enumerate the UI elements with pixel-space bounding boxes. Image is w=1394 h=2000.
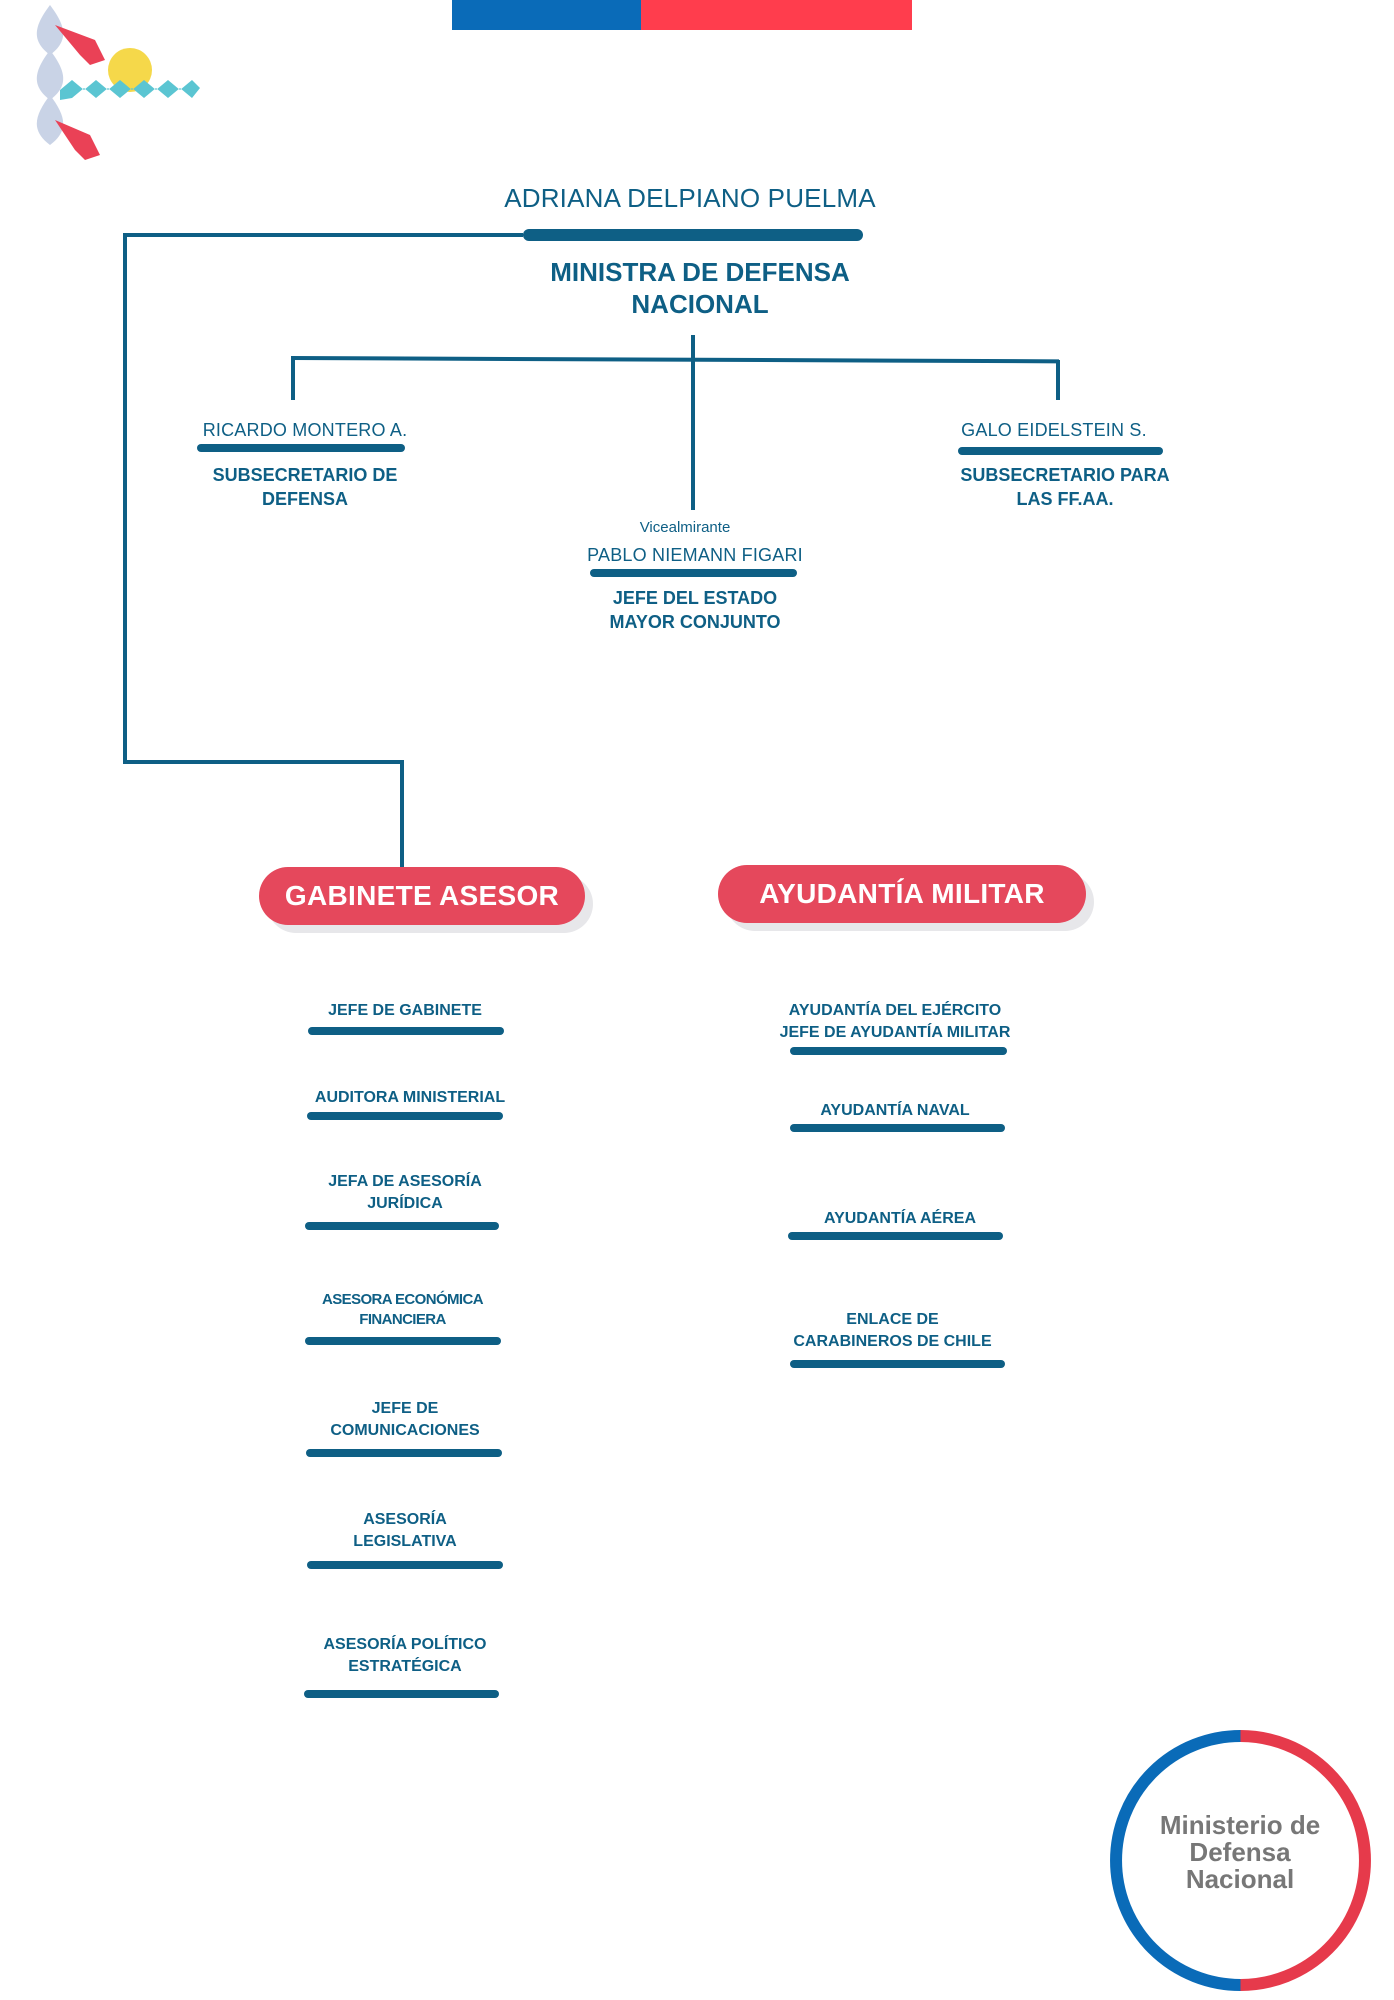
ayudantia-item-line1: AYUDANTÍA DEL EJÉRCITO: [788, 1002, 1002, 1019]
minister-underline: [523, 229, 863, 241]
gabinete-item-underline: [308, 1027, 504, 1035]
logo-line2: Defensa: [1189, 1837, 1291, 1867]
minister-role-line1: MINISTRA DE DEFENSA: [550, 257, 850, 287]
jemc-role: JEFE DEL ESTADO MAYOR CONJUNTO: [580, 586, 810, 634]
sub-defensa-role-line1: SUBSECRETARIO DE: [212, 465, 398, 485]
ayudantia-item-line1: ENLACE DE: [846, 1311, 939, 1328]
gabinete-item-line2: FINANCIERA: [359, 1311, 446, 1328]
gabinete-item-underline: [307, 1112, 503, 1120]
sub-ffaa-role-line1: SUBSECRETARIO PARA: [960, 465, 1170, 485]
sub-defensa-name: RICARDO MONTERO A.: [202, 420, 408, 440]
gabinete-item-line1: ASESORÍA: [363, 1511, 447, 1528]
gabinete-item-underline: [306, 1449, 502, 1457]
gabinete-item-line2: JURÍDICA: [367, 1195, 443, 1212]
minister-name: ADRIANA DELPIANO PUELMA: [504, 183, 876, 213]
logo-line1: Ministerio de: [1159, 1810, 1321, 1840]
flag-red-stripe: [641, 0, 912, 30]
ayudantia-item-line1: AYUDANTÍA AÉREA: [823, 1210, 976, 1227]
flag-blue-stripe: [452, 0, 641, 30]
minister-role-line2: NACIONAL: [631, 289, 769, 319]
gabinete-item-line1: JEFE DE GABINETE: [328, 1002, 482, 1019]
gabinete-item-underline: [304, 1690, 499, 1698]
ayudantia-item-underline: [790, 1047, 1007, 1055]
sub-defensa-role-line2: DEFENSA: [261, 489, 348, 509]
gabinete-item-line2: LEGISLATIVA: [353, 1533, 457, 1550]
gabinete-item: ASESORÍA LEGISLATIVA: [300, 1509, 510, 1553]
gabinete-item-line2: COMUNICACIONES: [330, 1422, 480, 1439]
jemc-underline: [590, 569, 797, 577]
gabinete-item-line1: AUDITORA MINISTERIAL: [314, 1089, 506, 1106]
ayudantia-item-underline: [790, 1360, 1005, 1368]
sub-ffaa-underline: [958, 447, 1163, 455]
jemc-rank: Vicealmirante: [639, 519, 731, 536]
gabinete-item-line1: JEFA DE ASESORÍA: [328, 1173, 482, 1190]
connector-branch-horizontal: [290, 356, 1060, 364]
gabinete-item-underline: [305, 1222, 499, 1230]
ayudantia-item: AYUDANTÍA DEL EJÉRCITO JEFE DE AYUDANTÍA…: [760, 1000, 1030, 1044]
ayudantia-item: AYUDANTÍA AÉREA: [790, 1208, 1010, 1230]
connector-minister-down: [691, 335, 695, 510]
connector-left-vertical: [123, 233, 127, 763]
sub-ffaa-role: SUBSECRETARIO PARA LAS FF.AA.: [950, 463, 1180, 511]
logo-line3: Nacional: [1185, 1864, 1295, 1894]
ayudantia-item-line2: CARABINEROS DE CHILE: [793, 1333, 992, 1350]
gabinete-item: JEFE DE GABINETE: [300, 1000, 510, 1022]
ayudantia-item-underline: [790, 1124, 1005, 1132]
decorative-emblem-icon: [36, 5, 200, 160]
connector-top-horizontal: [123, 233, 523, 237]
gabinete-item: AUDITORA MINISTERIAL: [305, 1087, 515, 1109]
gabinete-item-line1: ASESORA ECONÓMICA: [322, 1291, 484, 1308]
gabinete-item: JEFA DE ASESORÍA JURÍDICA: [300, 1171, 510, 1215]
ayudantia-item-line1: AYUDANTÍA NAVAL: [820, 1102, 970, 1119]
ayudantia-item: ENLACE DE CARABINEROS DE CHILE: [775, 1309, 1010, 1353]
gabinete-item-underline: [305, 1337, 501, 1345]
ayudantia-item: AYUDANTÍA NAVAL: [785, 1100, 1005, 1122]
jemc-name: PABLO NIEMANN FIGARI: [587, 545, 803, 565]
ministry-logo-ring-icon: [1110, 1730, 1371, 1991]
connector-right-branch: [1056, 360, 1060, 400]
connector-bottom-horizontal: [123, 760, 403, 764]
ayudantia-item-line2: JEFE DE AYUDANTÍA MILITAR: [779, 1024, 1011, 1041]
gabinete-item-line1: JEFE DE: [371, 1400, 439, 1417]
gabinete-item-underline: [307, 1561, 503, 1569]
sub-defensa-underline: [197, 444, 405, 452]
minister-role: MINISTRA DE DEFENSA NACIONAL: [490, 256, 910, 320]
connector-left-branch: [291, 356, 295, 400]
sub-ffaa-name: GALO EIDELSTEIN S.: [961, 420, 1147, 440]
sub-ffaa-role-line2: LAS FF.AA.: [1016, 489, 1114, 509]
gabinete-item-line1: ASESORÍA POLÍTICO: [323, 1636, 487, 1653]
connector-to-gabinete: [400, 760, 404, 868]
ayudantia-militar-heading: AYUDANTÍA MILITAR: [718, 865, 1086, 923]
sub-defensa-role: SUBSECRETARIO DE DEFENSA: [190, 463, 420, 511]
jemc-role-line2: MAYOR CONJUNTO: [609, 612, 781, 632]
gabinete-item: JEFE DE COMUNICACIONES: [300, 1398, 510, 1442]
ministry-logo-text: Ministerio de Defensa Nacional: [1130, 1812, 1350, 1893]
jemc-role-line1: JEFE DEL ESTADO: [612, 588, 778, 608]
gabinete-item: ASESORA ECONÓMICA FINANCIERA: [295, 1290, 510, 1330]
ayudantia-item-underline: [788, 1232, 1003, 1240]
gabinete-asesor-heading: GABINETE ASESOR: [259, 867, 585, 925]
gabinete-item-line2: ESTRATÉGICA: [348, 1658, 462, 1675]
gabinete-item: ASESORÍA POLÍTICO ESTRATÉGICA: [300, 1634, 510, 1678]
